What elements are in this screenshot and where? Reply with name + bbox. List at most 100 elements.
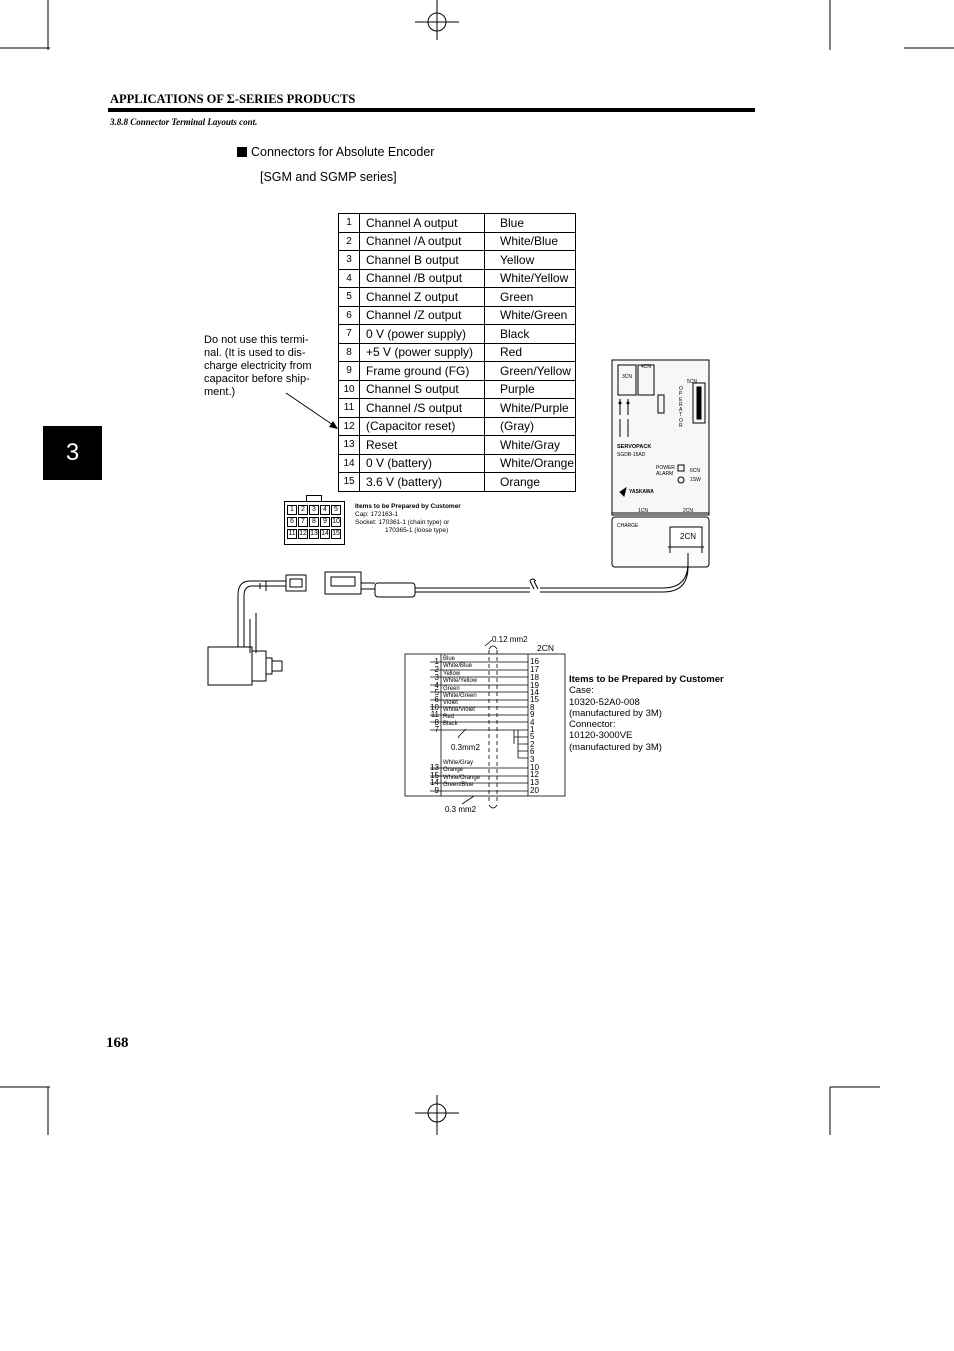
connector-socket-alt: 170365-1 (loose type) xyxy=(385,527,449,534)
chapter-tab: 3 xyxy=(43,426,102,480)
right-pin: 1 xyxy=(530,725,535,734)
pin-box: 4 xyxy=(320,505,330,515)
connector-cap: Cap: 172163-1 xyxy=(355,511,399,518)
right-pin: 14 xyxy=(530,688,539,697)
right-pin: 4 xyxy=(530,718,535,727)
label-4cn: 4CN xyxy=(641,364,652,370)
note-arrow xyxy=(285,392,338,429)
right-pin: 17 xyxy=(530,665,539,674)
label-6cn: 6CN xyxy=(690,468,701,474)
wire-label: White/Green xyxy=(443,693,477,699)
right-pin: 2 xyxy=(530,740,535,749)
right-pin: 6 xyxy=(530,747,535,756)
right-pin: 20 xyxy=(530,786,539,795)
page-number: 168 xyxy=(106,1035,129,1051)
left-pin: 1 xyxy=(434,657,439,666)
wire-label: Green/Blue xyxy=(443,782,474,788)
left-pin: 8 xyxy=(434,718,439,727)
right-pin: 8 xyxy=(530,703,535,712)
connector-key xyxy=(306,495,322,502)
wire-label: White/Violet xyxy=(443,707,475,713)
wire-label: Red xyxy=(443,714,455,720)
right-pin: 3 xyxy=(530,755,535,764)
header-subtitle: 3.8.8 Connector Terminal Layouts cont. xyxy=(110,117,258,127)
right-pin: 10 xyxy=(530,763,539,772)
pin-box: 9 xyxy=(320,517,330,527)
label-2cn-wiring: 2CN xyxy=(537,643,555,653)
left-pin: 11 xyxy=(430,710,439,719)
bullet-icon xyxy=(237,147,247,157)
left-pin: 14 xyxy=(430,778,439,787)
right-pin: 5 xyxy=(530,732,535,741)
right-pin: 15 xyxy=(530,695,539,704)
left-pin: 15 xyxy=(430,771,439,780)
pin-box: 11 xyxy=(287,529,297,539)
section-series: [SGM and SGMP series] xyxy=(260,170,397,184)
pin-box: 13 xyxy=(309,529,319,539)
wire-label: Violet xyxy=(443,700,458,706)
pin-box: 1 xyxy=(287,505,297,515)
connector-items-title: Items to be Prepared by Customer xyxy=(355,503,461,510)
left-pin: 6 xyxy=(434,695,439,704)
label-5cn: 5CN xyxy=(687,379,698,385)
right-pin: 13 xyxy=(530,778,539,787)
label-2cn-port: 2CN xyxy=(680,532,697,541)
wire-label: White/Yellow xyxy=(443,678,478,684)
wire-label: White/Gray xyxy=(443,760,474,766)
table-row: 8+5 V (power supply)Red xyxy=(338,342,576,362)
label-1sw: 1SW xyxy=(690,477,701,483)
header-rule xyxy=(108,108,755,112)
left-pin: 4 xyxy=(434,681,439,690)
label-1cn: 1CN xyxy=(638,508,649,514)
left-pin: 10 xyxy=(430,703,439,712)
label-yaskawa: YASKAWA xyxy=(629,489,654,495)
label-operator: OPERATOR xyxy=(679,386,683,430)
wire-label: White/Orange xyxy=(443,775,481,781)
left-pin: 13 xyxy=(430,763,439,772)
label-2cn-top: 2CN xyxy=(683,508,694,514)
label-servopack: SERVOPACK xyxy=(617,444,652,450)
right-pin: 9 xyxy=(530,710,535,719)
pin-box: 14 xyxy=(320,529,330,539)
connector-socket: Socket: 170361-1 (chain type) or xyxy=(355,519,450,526)
customer-items-2cn: Items to be Prepared by Customer Case: 1… xyxy=(569,674,724,753)
gauge-top: 0.12 mm2 xyxy=(492,635,528,644)
label-alarm: ALARM xyxy=(656,471,674,477)
wire-label: Orange xyxy=(443,767,464,773)
capacitor-note: Do not use this termi- nal. (It is used … xyxy=(204,334,312,398)
pin-box: 10 xyxy=(331,517,341,527)
pin-box: 7 xyxy=(298,517,308,527)
wire-label: Yellow xyxy=(443,671,461,677)
wire-label: White/Blue xyxy=(443,663,473,669)
right-pin: 18 xyxy=(530,673,539,682)
left-pin: 5 xyxy=(434,688,439,697)
label-3cn: 3CN xyxy=(622,374,633,380)
label-charge: CHARGE xyxy=(617,523,639,529)
pin-box: 6 xyxy=(287,517,297,527)
left-pin: 3 xyxy=(434,673,439,682)
pin-box: 15 xyxy=(331,529,341,539)
right-pin: 16 xyxy=(530,657,539,666)
right-pin: 12 xyxy=(530,770,539,779)
encoder-cable-drawing xyxy=(207,359,710,686)
pin-box: 5 xyxy=(331,505,341,515)
pin-box: 3 xyxy=(309,505,319,515)
gauge-bottom: 0.3 mm2 xyxy=(445,805,477,814)
label-power: POWER xyxy=(656,465,675,471)
wiring-diagram xyxy=(404,640,566,809)
wire-label: Green xyxy=(443,686,460,692)
pin-box: 12 xyxy=(298,529,308,539)
section-heading: Connectors for Absolute Encoder xyxy=(251,145,435,159)
wire-label: Black xyxy=(443,721,458,727)
